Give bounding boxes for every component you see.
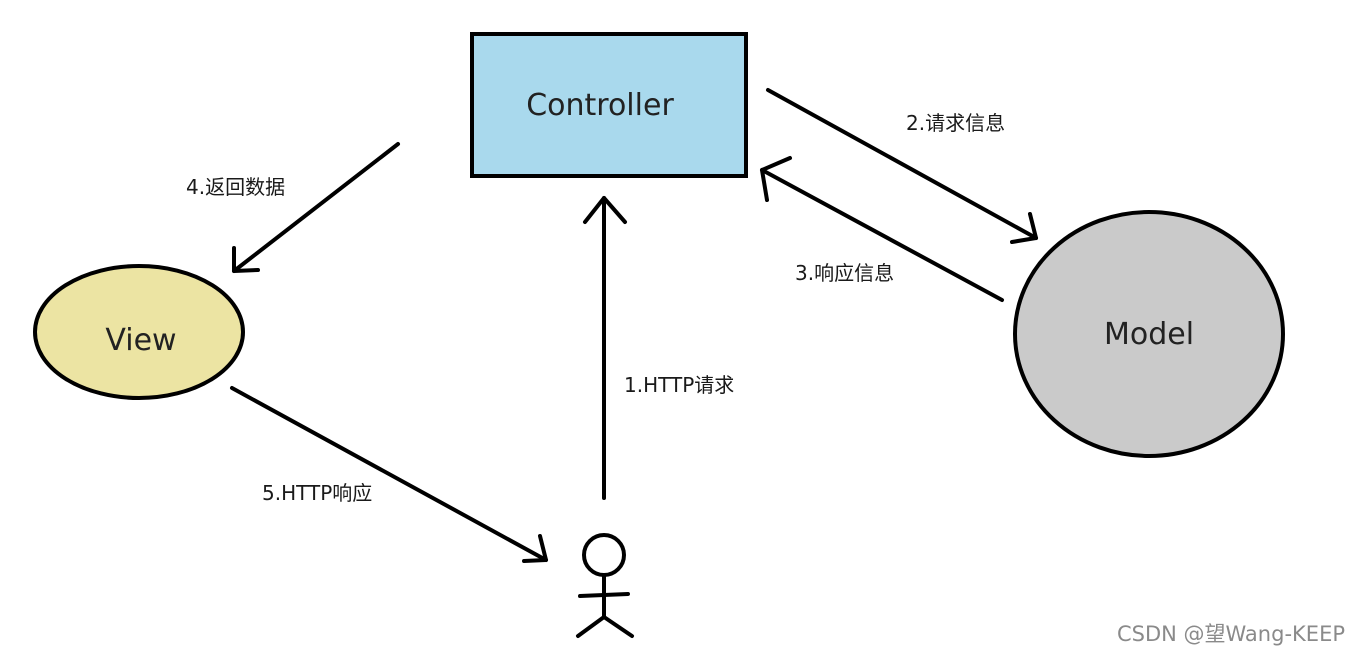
controller-label: Controller (526, 88, 674, 123)
view-ellipse (33, 264, 245, 400)
arrow-return-data (232, 142, 400, 273)
controller-box (470, 32, 748, 178)
arrow-response-info (760, 156, 1004, 302)
edge-label-return-data: 4.返回数据 (186, 175, 285, 199)
model-label: Model (1104, 317, 1194, 352)
stick-figure-icon (576, 533, 634, 638)
edge-label-request-info: 2.请求信息 (906, 111, 1005, 135)
edge-label-http-request: 1.HTTP请求 (624, 373, 734, 397)
watermark-text: CSDN @望Wang-KEEP (1116, 622, 1345, 646)
arrow-request-info (766, 88, 1038, 244)
view-node: View (33, 264, 245, 400)
model-node: Model (1013, 210, 1285, 458)
edge-label-response-info: 3.响应信息 (795, 261, 894, 285)
controller-node: Controller (470, 32, 748, 178)
arrow-http-response (230, 386, 548, 563)
model-circle (1013, 210, 1285, 458)
view-label: View (105, 323, 176, 358)
arrow-http-request (583, 196, 627, 500)
edge-label-http-response: 5.HTTP响应 (262, 481, 372, 505)
